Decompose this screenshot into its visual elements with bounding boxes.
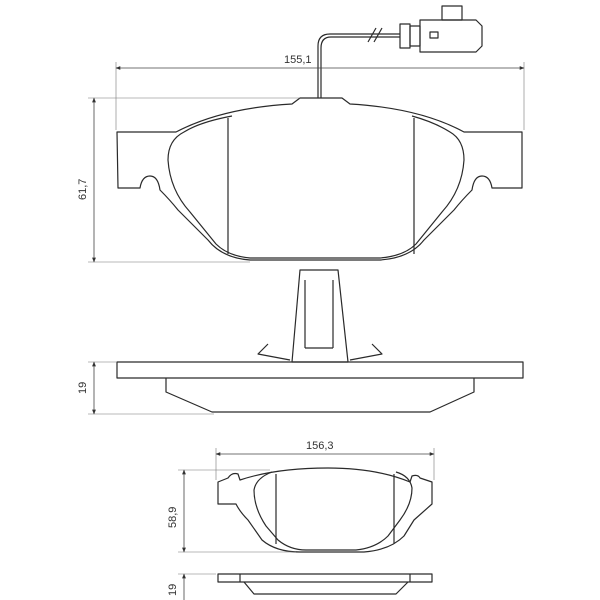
bottom-pad-view (217, 467, 433, 553)
wear-sensor-wire (317, 27, 400, 98)
top-width-dimension: 155,1 (115, 54, 525, 130)
top-pad-view (116, 97, 523, 261)
bottom-thickness-dimension: 19 (167, 573, 216, 600)
bottom-thickness-label: 19 (167, 584, 179, 596)
side-pad-view (116, 269, 524, 413)
bottom-side-view (217, 573, 433, 595)
side-thickness-label: 19 (77, 382, 89, 394)
bottom-width-dimension: 156,3 (215, 440, 435, 480)
sensor-connector (399, 5, 483, 53)
bottom-height-label: 58,9 (167, 507, 179, 528)
side-thickness-dimension: 19 (77, 361, 214, 415)
top-width-label: 155,1 (284, 54, 312, 66)
top-height-dimension: 61,7 (77, 97, 300, 263)
top-height-label: 61,7 (77, 179, 89, 200)
bottom-width-label: 156,3 (306, 440, 334, 452)
bottom-height-dimension: 58,9 (167, 469, 296, 553)
